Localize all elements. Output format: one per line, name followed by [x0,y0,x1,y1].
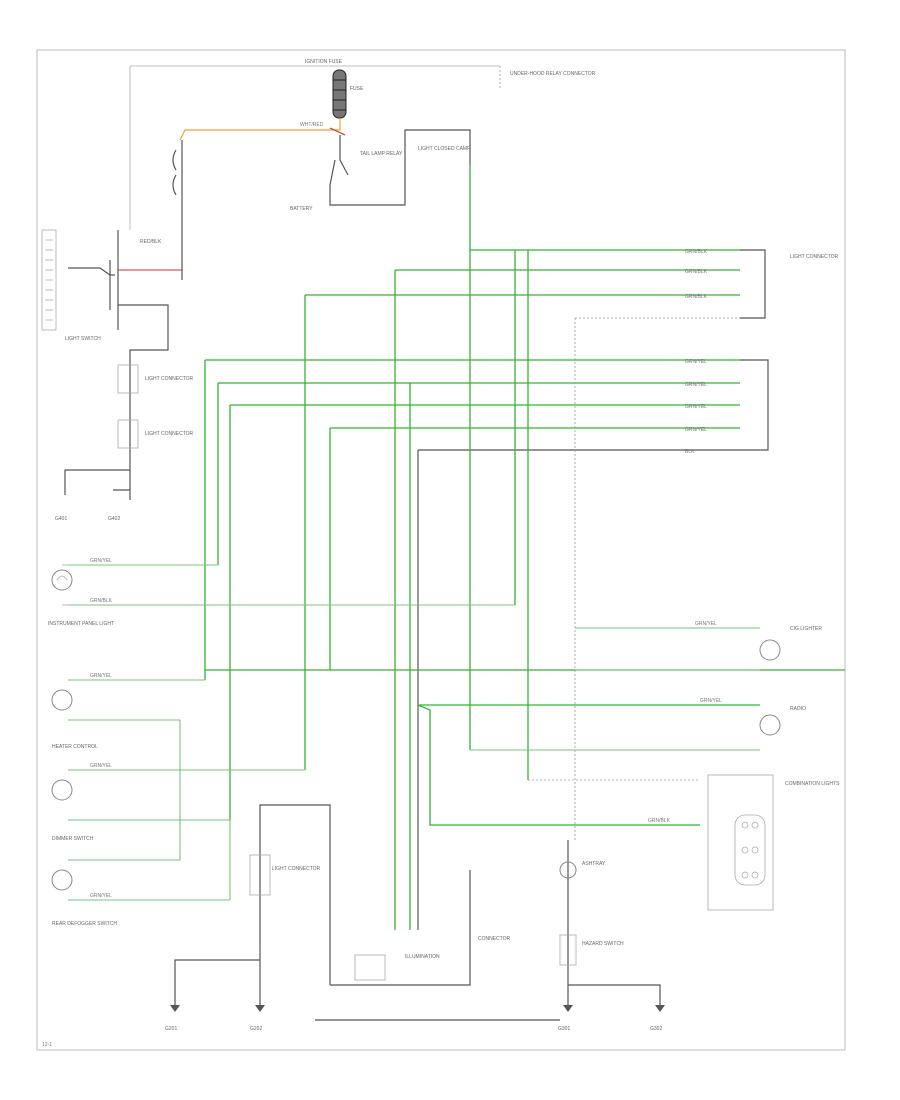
bottom-ground-right-label: G301 [558,1026,570,1032]
ground-b-label: G402 [108,516,120,522]
right-top-connector-label: LIGHT CONNECTOR [790,254,839,260]
hazard-label: HAZARD SWITCH [582,941,624,947]
bus-label-3: GRN/BLK [685,294,708,300]
underhood-box-label: UNDER-HOOD RELAY CONNECTOR [510,71,596,77]
connector-a-label: LIGHT CONNECTOR [145,376,194,382]
light-switch-label: LIGHT SWITCH [65,336,101,342]
rear-window-label: REAR DEFOGGER SWITCH [52,921,117,927]
bottom-ground-left-label: G201 [165,1026,177,1032]
defogger-wire-label: GRN/YEL [90,893,112,899]
lamp1-wire-label-2: GRN/BLK [90,598,113,604]
bus-label-1: GRN/BLK [685,249,708,255]
instrument-panel-label: INSTRUMENT PANEL LIGHT [48,621,114,627]
bottom-ground-far-label: G302 [650,1026,662,1032]
tail-lamp-relay-label: TAIL LAMP RELAY [360,151,403,157]
heater-control-lamp: GRN/YEL HEATER CONTROL [51,669,845,861]
dimmer-label: DIMMER SWITCH [52,836,94,842]
fuse-element [332,69,347,119]
center-box-label: ILLUMINATION [405,954,440,960]
switch-text: BATTERY [290,206,313,212]
cig-lighter-label: CIG LIGHTER [790,626,822,632]
tail-lamp-relay: TAIL LAMP RELAY BATTERY LIGHT CLOSED CAM… [290,129,471,212]
ground-a-label: G401 [55,516,67,522]
rear-defogger-lamp: GRN/YEL REAR DEFOGGER SWITCH [51,820,231,927]
fuse-name: FUSE [350,86,364,92]
fuse-block-label: IGNITION FUSE [305,59,343,65]
bottom-grounds-right: ASHTRAY HAZARD SWITCH G301 G302 [558,840,665,1032]
radio-lamp: GRN/YEL RADIO [418,698,806,751]
diagram-border [36,49,846,1051]
combination-lights: COMBINATION LIGHTS GRN/BLK [417,704,840,911]
center-conn-label: CONNECTOR [478,936,511,942]
bus-label-2: GRN/BLK [685,269,708,275]
radio-wire-label: GRN/YEL [700,698,722,704]
page-id: 12-1 [42,1042,52,1048]
combo-lights-label: COMBINATION LIGHTS [785,781,840,787]
bus-label-5: GRN/YEL [685,382,707,388]
center-illumination: LIGHT CONNECTOR ILLUMINATION CONNECTOR [249,804,560,1021]
wire-label-red-blk: RED/BLK [140,239,162,245]
cig-wire-label: GRN/YEL [695,621,717,627]
lamp1-wire-label: GRN/YEL [90,558,112,564]
dimmer-lamp: GRN/YEL DIMMER SWITCH [51,763,305,842]
cig-lighter-lamp: GRN/YEL CIG LIGHTER [575,621,822,671]
bus-label-7: GRN/YEL [685,427,707,433]
fuse-block: IGNITION FUSE FUSE UNDER-HOOD RELAY CONN… [129,59,596,230]
instrument-panel-lamps: GRN/YEL GRN/BLK INSTRUMENT PANEL LIGHT [48,558,515,627]
orange-feed-wire [179,118,341,141]
vertical-green-drops [204,250,576,930]
bottom-grounds-left: G201 G202 [165,945,265,1032]
light-switch: LIGHT SWITCH RED/BLK [41,140,183,500]
heater-wire-label: GRN/YEL [90,673,112,679]
dimmer-wire-label: GRN/YEL [90,763,112,769]
heater-control-label: HEATER CONTROL [52,744,98,750]
combo-wire-label: GRN/BLK [648,818,671,824]
mid-box-label: LIGHT CLOSED CAMP [418,146,471,152]
switch-connectors: LIGHT CONNECTOR LIGHT CONNECTOR G401 G40… [55,364,194,522]
bus-label-8: BLK [685,449,695,455]
radio-label: RADIO [790,706,806,712]
wire-label-wht-red: WHT/RED [300,122,324,128]
bus-label-4: GRN/YEL [685,359,707,365]
bus-label-6: GRN/YEL [685,404,707,410]
bottom-connector-label: LIGHT CONNECTOR [272,866,321,872]
ashtray-label: ASHTRAY [582,861,606,867]
bottom-ground-mid-label: G202 [250,1026,262,1032]
connector-b-label: LIGHT CONNECTOR [145,431,194,437]
